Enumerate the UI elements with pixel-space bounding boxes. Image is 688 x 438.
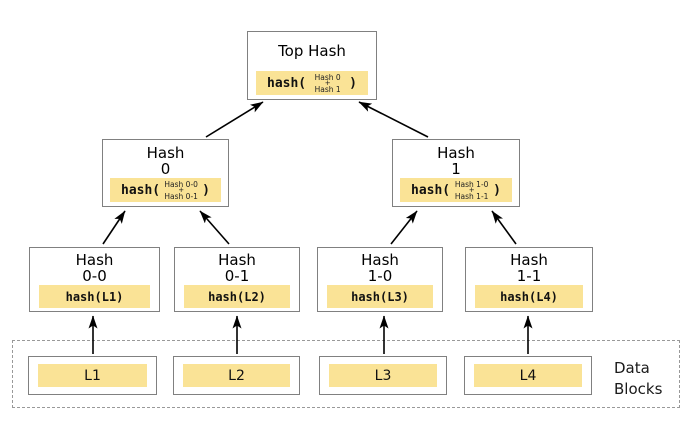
node-top-hash: Top Hash hash( Hash 0 + Hash 1 ) <box>247 31 377 100</box>
data-block-fill: L4 <box>474 364 582 387</box>
hash-label: hash(L3) <box>351 289 409 304</box>
data-blocks-container <box>12 340 680 408</box>
arrow-hash-1-1-to-hash-1 <box>491 210 517 245</box>
hash-expression: hash( Hash 1-0 + Hash 1-1 ) <box>400 178 512 202</box>
hash-fn-open: hash( <box>121 182 161 198</box>
arrow-hash-0-1-to-hash-0 <box>199 210 230 245</box>
data-block-l1: L1 <box>28 356 157 395</box>
data-block-label: L2 <box>228 367 245 384</box>
hash-label: hash(L1) <box>65 289 124 304</box>
node-title: Hash 1-1 <box>466 248 592 284</box>
node-title-line2: 0-0 <box>82 267 107 285</box>
arrow-hash-1-0-to-hash-1 <box>390 210 418 245</box>
hash-fn-open: hash( <box>411 182 451 198</box>
operand-top: Hash 1-0 <box>454 179 489 189</box>
node-title: Hash 0 <box>103 140 228 177</box>
hash-fn-close: ) <box>202 182 210 198</box>
operand-bottom: Hash 0-1 <box>164 191 198 201</box>
hash-label: hash(L4) <box>500 289 558 304</box>
hash-expression: hash(L3) <box>327 285 433 308</box>
hash-fn-close: ) <box>349 75 357 91</box>
node-title-line1: Hash <box>146 144 185 162</box>
operand-top: Hash 0 <box>314 72 341 82</box>
hash-expression: hash( Hash 0 + Hash 1 ) <box>256 71 368 95</box>
data-block-fill: L3 <box>329 364 437 387</box>
node-title: Hash 0-1 <box>175 248 299 284</box>
node-hash-1-1: Hash 1-1 hash(L4) <box>465 247 593 312</box>
node-title-line2: 0-1 <box>224 267 250 285</box>
operand-bottom: Hash 1-1 <box>454 191 489 201</box>
hash-operands: Hash 0-0 + Hash 0-1 <box>164 179 198 201</box>
node-title-line2: 1-0 <box>367 267 393 285</box>
node-title-line1: Hash <box>437 144 475 162</box>
operand-bottom: Hash 1 <box>314 84 341 94</box>
node-hash-0: Hash 0 hash( Hash 0-0 + Hash 0-1 ) <box>102 139 229 207</box>
data-block-label: L4 <box>519 367 537 384</box>
arrow-hash-0-0-to-hash-0 <box>102 210 126 245</box>
node-title-line1: Hash <box>361 251 399 269</box>
data-blocks-caption-line2: Blocks <box>614 380 663 398</box>
arrow-hash-0-to-top-hash <box>205 101 264 138</box>
node-title-line1: Hash <box>218 251 256 269</box>
plus-operator: + <box>324 78 331 87</box>
node-hash-1-0: Hash 1-0 hash(L3) <box>317 247 443 312</box>
node-title: Top Hash <box>278 42 346 60</box>
node-title-line1: Hash <box>75 251 114 269</box>
node-title: Hash 0-0 <box>30 248 159 284</box>
operand-top: Hash 0-0 <box>164 179 198 189</box>
plus-operator: + <box>468 185 475 194</box>
node-hash-1: Hash 1 hash( Hash 1-0 + Hash 1-1 ) <box>392 139 520 207</box>
data-blocks-caption: Data Blocks <box>614 358 662 400</box>
data-block-l3: L3 <box>319 356 447 395</box>
plus-operator: + <box>178 185 185 194</box>
hash-operands: Hash 0 + Hash 1 <box>314 72 341 94</box>
node-title-line2: 0 <box>160 160 171 178</box>
arrow-hash-1-to-top-hash <box>358 101 429 138</box>
data-block-fill: L1 <box>38 364 147 387</box>
hash-expression: hash(L2) <box>184 285 290 308</box>
hash-operands: Hash 1-0 + Hash 1-1 <box>454 179 489 201</box>
data-block-l4: L4 <box>464 356 592 395</box>
hash-fn-open: hash( <box>267 75 307 91</box>
node-hash-0-1: Hash 0-1 hash(L2) <box>174 247 300 312</box>
hash-expression: hash(L4) <box>475 285 583 308</box>
node-hash-0-0: Hash 0-0 hash(L1) <box>29 247 160 312</box>
node-title: Hash 1 <box>393 140 519 177</box>
node-title-line1: Hash <box>510 251 548 269</box>
hash-expression: hash( Hash 0-0 + Hash 0-1 ) <box>110 178 221 202</box>
data-blocks-caption-line1: Data <box>614 359 650 377</box>
data-block-fill: L2 <box>183 364 290 387</box>
node-title: Hash 1-0 <box>318 248 442 284</box>
hash-fn-close: ) <box>493 182 501 198</box>
hash-label: hash(L2) <box>208 289 266 304</box>
node-title-line2: 1 <box>451 160 461 178</box>
data-block-l2: L2 <box>173 356 300 395</box>
data-block-label: L3 <box>374 367 392 384</box>
hash-expression: hash(L1) <box>39 285 150 308</box>
node-title-line2: 1-1 <box>516 267 542 285</box>
data-block-label: L1 <box>84 367 101 384</box>
